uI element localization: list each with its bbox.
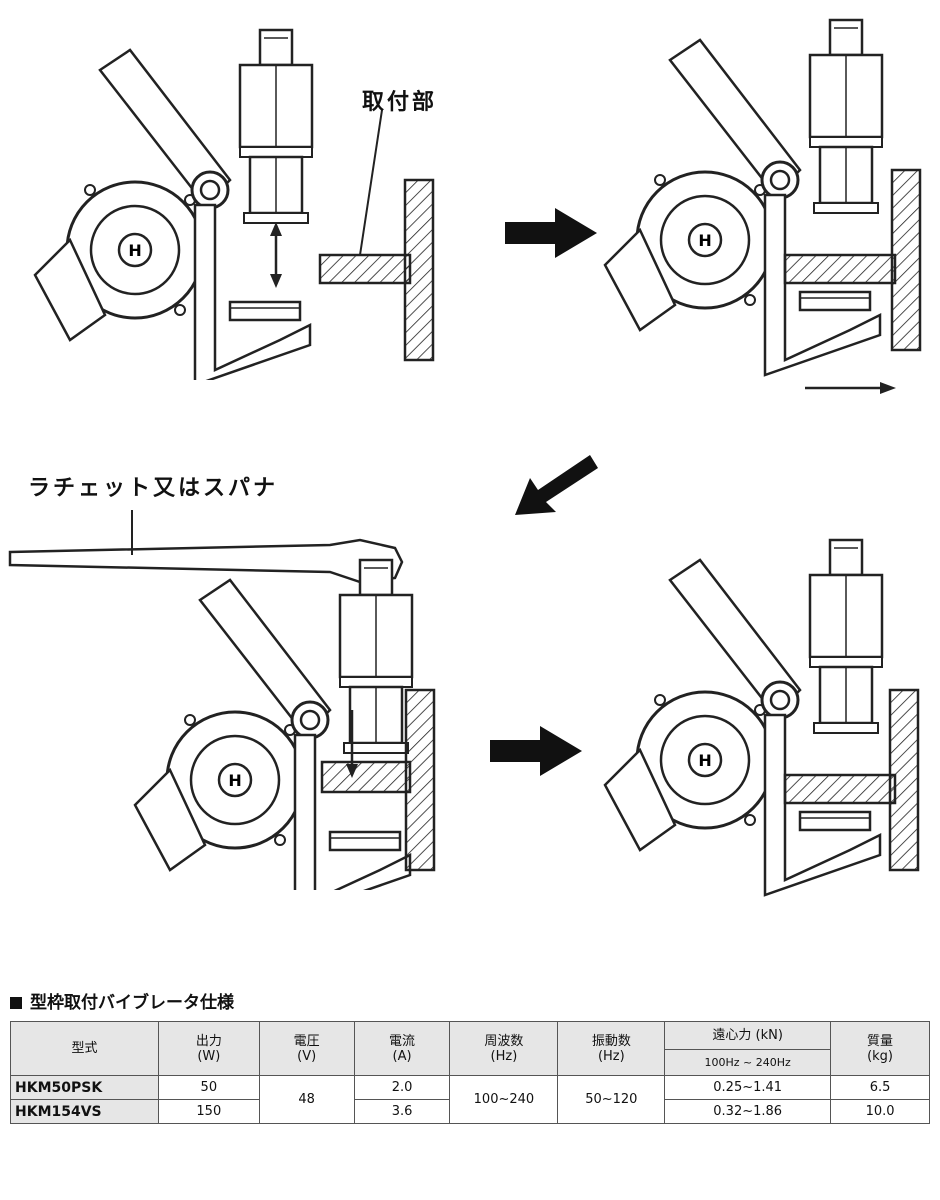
row-model: HKM50PSK xyxy=(10,1075,159,1100)
diagram-step-3 xyxy=(8,510,436,890)
label-mount-part: 取付部 xyxy=(362,90,438,115)
spec-table: 型式 出力(W) 電圧(V) 電流(A) 周波数(Hz) 振動数(Hz) 遠心力… xyxy=(10,1021,930,1124)
spec-section-title: 型枠取付バイブレータ仕様 xyxy=(10,988,234,1013)
diagram-step-2 xyxy=(603,18,922,394)
header-model: 型式 xyxy=(10,1021,159,1076)
diagram-step-1 xyxy=(33,28,435,380)
header-force: 遠心力 (kN) xyxy=(664,1021,832,1050)
header-output: 出力(W) xyxy=(157,1021,260,1076)
row-mass: 10.0 xyxy=(830,1099,930,1124)
header-force-range: 100Hz ~ 240Hz xyxy=(664,1049,832,1076)
row-force: 0.32~1.86 xyxy=(664,1099,832,1124)
arrow-down-left-icon xyxy=(515,455,598,515)
header-current: 電流(A) xyxy=(353,1021,451,1076)
shared-frequency: 100~240 xyxy=(449,1075,559,1124)
row-model: HKM154VS xyxy=(10,1099,159,1124)
row-output: 150 xyxy=(157,1099,260,1124)
row-force: 0.25~1.41 xyxy=(664,1075,832,1100)
row-current: 3.6 xyxy=(353,1099,451,1124)
diagram-step-4 xyxy=(603,538,920,897)
header-frequency: 周波数(Hz) xyxy=(449,1021,559,1076)
shared-voltage: 48 xyxy=(258,1075,355,1124)
square-bullet-icon xyxy=(10,997,22,1009)
shared-vibration: 50~120 xyxy=(557,1075,666,1124)
arrow-right-icon xyxy=(490,726,582,776)
arrow-right-icon xyxy=(505,208,597,258)
label-ratchet-wrench: ラチェット又はスパナ xyxy=(28,476,279,501)
row-mass: 6.5 xyxy=(830,1075,930,1100)
row-current: 2.0 xyxy=(353,1075,451,1100)
header-voltage: 電圧(V) xyxy=(258,1021,355,1076)
row-output: 50 xyxy=(157,1075,260,1100)
header-vibration: 振動数(Hz) xyxy=(557,1021,666,1076)
header-mass: 質量(kg) xyxy=(830,1021,930,1076)
